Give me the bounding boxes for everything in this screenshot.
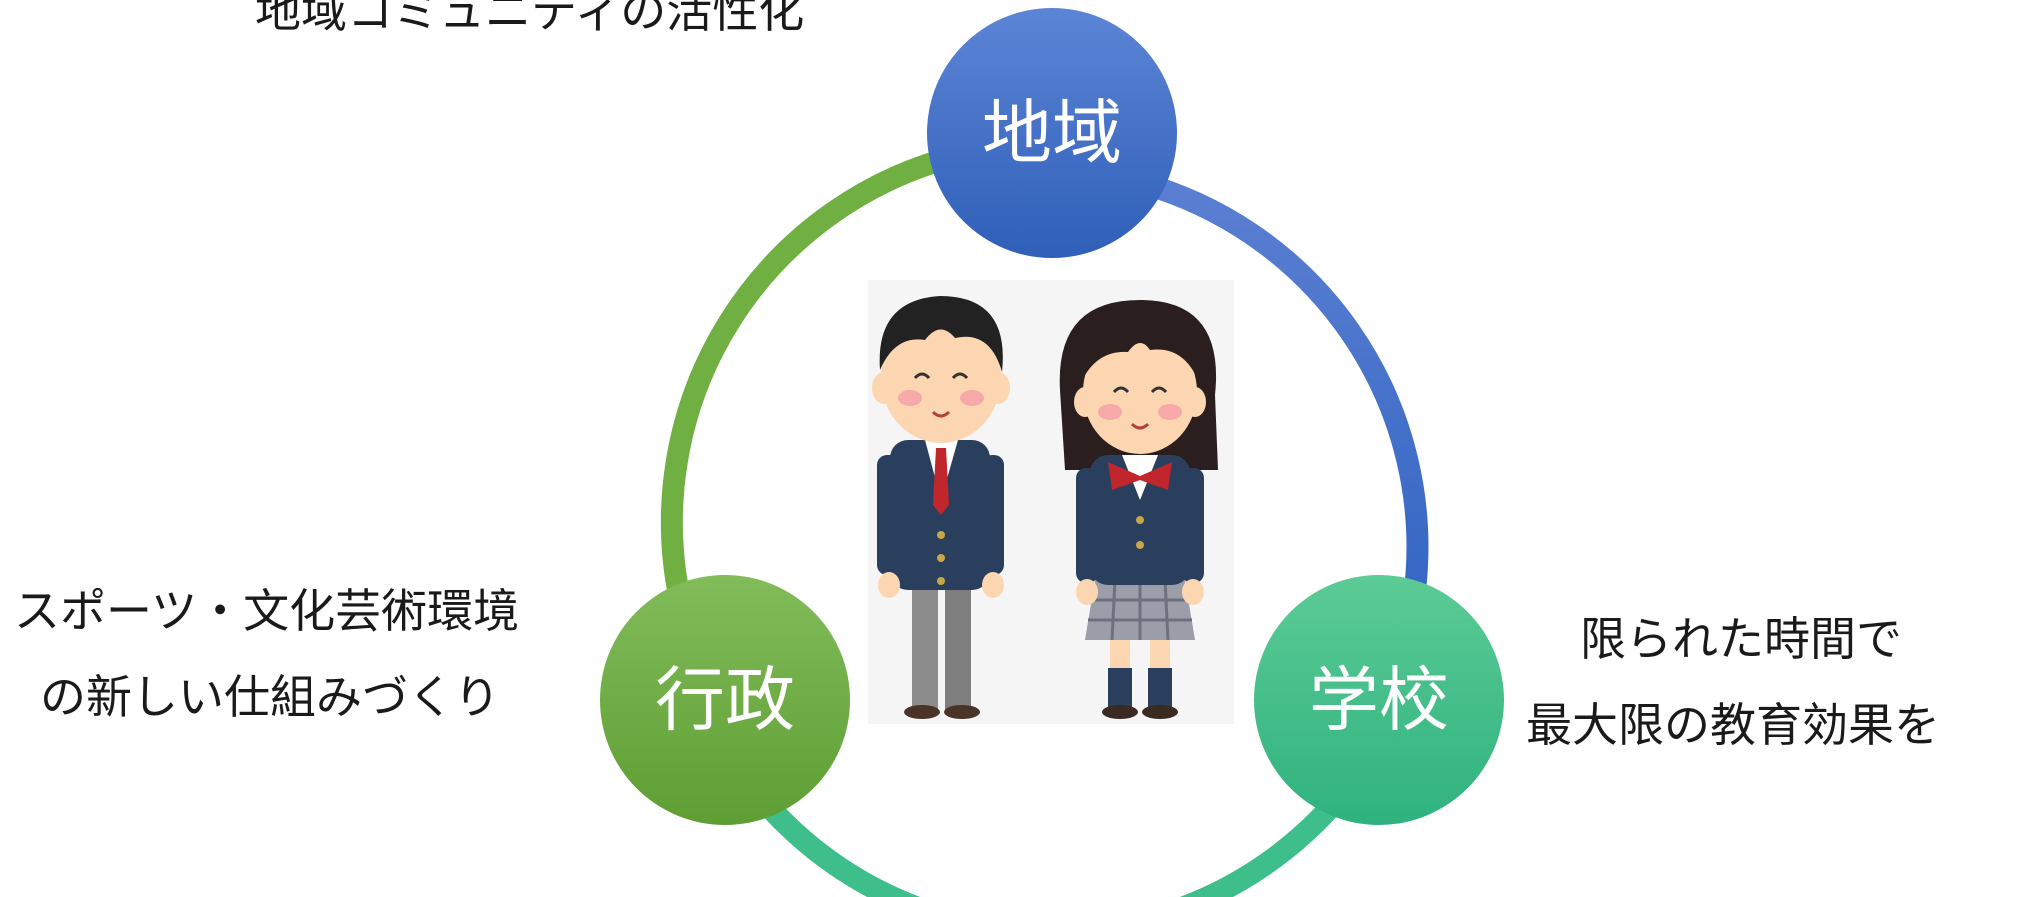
girl-figure — [1059, 300, 1218, 719]
ring-arc-bottom — [730, 763, 1370, 897]
node-right: 学校 — [1254, 575, 1504, 825]
boy-figure — [872, 296, 1010, 719]
caption-left-line-1: スポーツ・文化芸術環境 — [14, 584, 520, 638]
node-top-label: 地域 — [982, 92, 1122, 174]
caption-right-line-2: 最大限の教育効果を — [1526, 698, 1940, 752]
students-illustration — [868, 280, 1234, 724]
caption-top: 地域コミュニティの活性化 — [255, 0, 805, 38]
caption-right-line-1: 限られた時間で — [1580, 612, 1902, 666]
node-left-label: 行政 — [655, 659, 795, 741]
ring-arc-top-right — [1127, 169, 1429, 592]
caption-left-line-2: の新しい仕組みづくり — [40, 670, 500, 724]
node-left: 行政 — [600, 575, 850, 825]
node-top: 地域 — [927, 8, 1177, 258]
node-right-label: 学校 — [1309, 659, 1449, 741]
ring-arc-left — [660, 144, 963, 603]
